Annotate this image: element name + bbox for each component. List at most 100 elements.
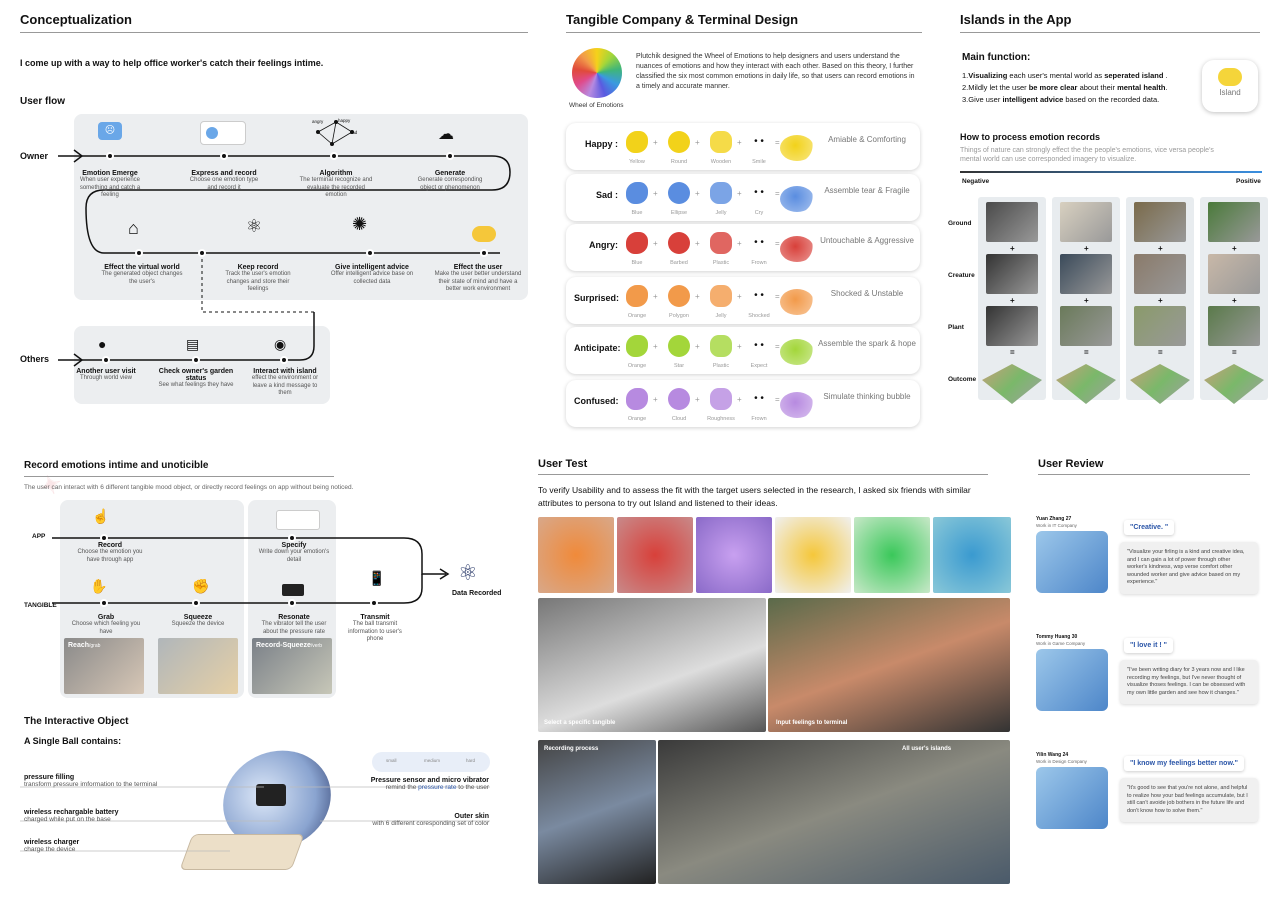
island-face-icon bbox=[1218, 68, 1242, 86]
attribute-label: Orange bbox=[627, 416, 647, 422]
attribute-label: Star bbox=[673, 363, 685, 369]
operator: + bbox=[1158, 296, 1163, 305]
operator: = bbox=[1232, 348, 1237, 357]
text: /grab bbox=[89, 643, 101, 649]
section-title-interactive: The Interactive Object bbox=[24, 716, 129, 727]
step-desc: See what feelings they have bbox=[158, 382, 234, 388]
step-title: Check owner's garden status bbox=[158, 368, 234, 382]
divider bbox=[24, 476, 334, 477]
step-desc: Generate corresponding object or phenome… bbox=[417, 177, 483, 191]
record-flow-lines bbox=[52, 537, 450, 604]
emotion-name: Sad : bbox=[595, 190, 618, 200]
caption: Select a specific tangible bbox=[544, 720, 616, 726]
step-desc: Track the user's emotion changes and sto… bbox=[225, 271, 291, 292]
operator: + bbox=[1010, 244, 1015, 253]
operator: + bbox=[653, 189, 658, 198]
blue-tangible-photo bbox=[933, 517, 1011, 593]
speech-bubble-icon bbox=[472, 226, 496, 242]
part-title: wireless rechargable battery bbox=[24, 809, 119, 816]
emotion-name: Anticipate: bbox=[574, 343, 621, 353]
flow-node bbox=[330, 152, 338, 160]
emotion-row: Happy :Yellow+Round+Wooden+• •Smile=Amia… bbox=[566, 123, 920, 170]
row-label: Outcome bbox=[948, 376, 977, 383]
divider bbox=[1038, 474, 1250, 475]
section-title-user-test: User Test bbox=[538, 458, 588, 470]
island-app-icon[interactable]: Island bbox=[1202, 60, 1258, 112]
text: Reach bbox=[68, 642, 90, 649]
row-label: Creature bbox=[948, 272, 975, 279]
emotion-name: Surprised: bbox=[574, 293, 620, 303]
step-desc: Choose which feeling you have bbox=[71, 621, 141, 635]
negative-label: Negative bbox=[962, 178, 990, 185]
step-title: Specify bbox=[281, 542, 307, 549]
step-title: Squeeze bbox=[183, 614, 213, 621]
nature-image bbox=[1208, 306, 1260, 346]
step-desc: Make the user better understand their st… bbox=[434, 271, 522, 292]
step-title: Resonate bbox=[278, 614, 310, 621]
operator: + bbox=[695, 189, 700, 198]
attribute-label: Round bbox=[670, 159, 688, 165]
operator: + bbox=[1158, 244, 1163, 253]
hand-phone-icon: ☝ bbox=[92, 508, 110, 524]
operator: + bbox=[695, 138, 700, 147]
reviewer-name: Yuan Zhang 27 bbox=[1036, 516, 1072, 522]
emotion-row: Sad :Blue+Ellipse+Jelly+• •Cry=Assemble … bbox=[566, 174, 920, 221]
wheel-label: Wheel of Emotions bbox=[569, 102, 624, 109]
step-title: Grab bbox=[97, 614, 115, 621]
specify-ui-icon bbox=[276, 510, 320, 530]
result-mood-object-icon bbox=[780, 392, 814, 418]
step-title: Give intelligent advice bbox=[335, 264, 409, 271]
positive-label: Positive bbox=[1236, 178, 1261, 185]
result-mood-object-icon bbox=[780, 339, 814, 365]
step-desc: Offer intelligent advice base on collect… bbox=[330, 271, 414, 285]
nature-image bbox=[1134, 306, 1186, 346]
part-desc: charge the device bbox=[24, 846, 76, 853]
section-title-user-review: User Review bbox=[1038, 458, 1104, 470]
text: pressure rate bbox=[418, 784, 457, 791]
emotion-attribute-icon bbox=[710, 285, 732, 307]
reviewer-name: Yilin Wang 24 bbox=[1036, 752, 1069, 758]
step-desc: Through world view bbox=[79, 375, 133, 381]
yellow-tangible-photo bbox=[775, 517, 851, 593]
vibrator-icon bbox=[282, 584, 304, 596]
operator: + bbox=[1084, 244, 1089, 253]
step-title: Algorithm bbox=[319, 170, 353, 177]
step-desc: Choose the emotion you have through app bbox=[77, 549, 143, 563]
section-title-islands: Islands in the App bbox=[960, 12, 1072, 27]
section-title-tangible: Tangible Company & Terminal Design bbox=[566, 12, 799, 27]
emotion-attribute-icon bbox=[626, 182, 648, 204]
house-icon: ⌂ bbox=[128, 218, 139, 238]
flow-node bbox=[220, 152, 228, 160]
text: Visualizing bbox=[968, 71, 1008, 80]
recording-photo: Recording process bbox=[538, 740, 656, 884]
text: hard bbox=[466, 758, 476, 763]
operator: + bbox=[695, 239, 700, 248]
caption: Input feelings to terminal bbox=[776, 720, 848, 726]
operator: + bbox=[1084, 296, 1089, 305]
review-quote: "I know my feelings better now." bbox=[1124, 756, 1244, 771]
flow-node bbox=[102, 356, 110, 364]
flow-node bbox=[288, 534, 296, 542]
operator: = bbox=[775, 292, 780, 301]
step-desc: The generated object changes the user's bbox=[101, 271, 183, 285]
attribute-label: Wooden bbox=[710, 159, 732, 165]
reviewer-job: Work in IT Company bbox=[1036, 523, 1077, 528]
step-desc: The ball transmit information to user's … bbox=[348, 621, 402, 642]
part-title: Outer skin bbox=[454, 813, 489, 820]
operator: + bbox=[737, 189, 742, 198]
divider bbox=[960, 32, 1260, 33]
emotion-result: Untouchable & Aggressive bbox=[820, 236, 914, 245]
step-desc: The terminal recognize and evaluate the … bbox=[299, 177, 373, 198]
status-card-icon: ▤ bbox=[186, 336, 200, 352]
record-desc: The user can interact with 6 different t… bbox=[24, 484, 354, 491]
attribute-label: Yellow bbox=[629, 159, 645, 165]
emotion-name: Happy : bbox=[584, 139, 618, 149]
